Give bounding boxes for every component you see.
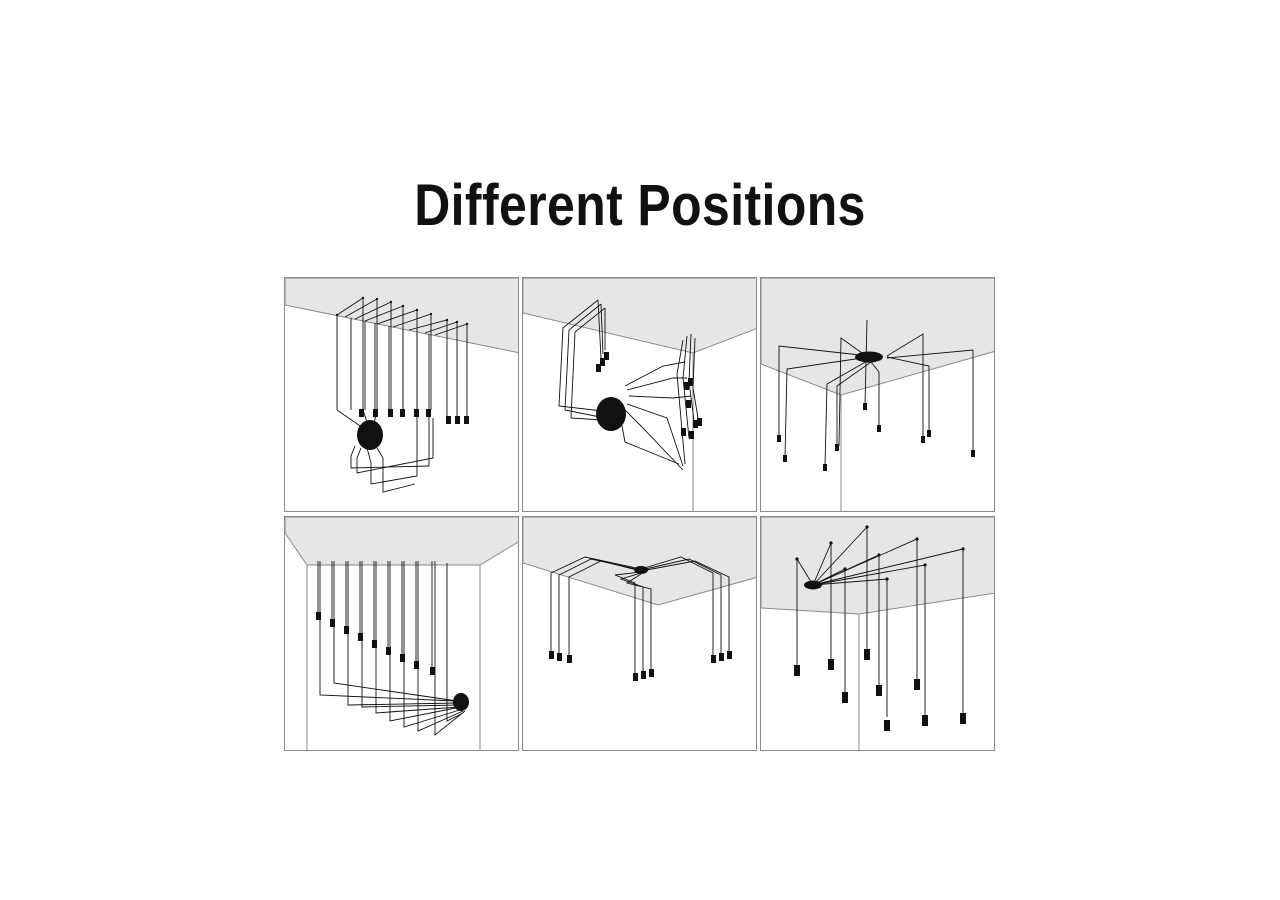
position-panel-4 — [284, 516, 519, 751]
position-panel-1 — [284, 277, 519, 512]
position-panel-5 — [522, 516, 757, 751]
ceiling-hub-radial-pendants-icon — [761, 278, 994, 511]
page-title: Different Positions — [414, 173, 866, 238]
positions-grid — [284, 277, 996, 751]
corner-hub-pendants-icon — [523, 278, 756, 511]
wall-hub-pendants-icon — [285, 278, 518, 493]
corridor-hub-pendants-icon — [285, 517, 518, 750]
ceiling-hub-grouped-pendants-icon — [523, 517, 756, 681]
position-panel-2 — [522, 277, 757, 512]
position-panel-3 — [760, 277, 995, 512]
ceiling-hub-fan-pendants-icon — [761, 517, 994, 750]
position-panel-6 — [760, 516, 995, 751]
